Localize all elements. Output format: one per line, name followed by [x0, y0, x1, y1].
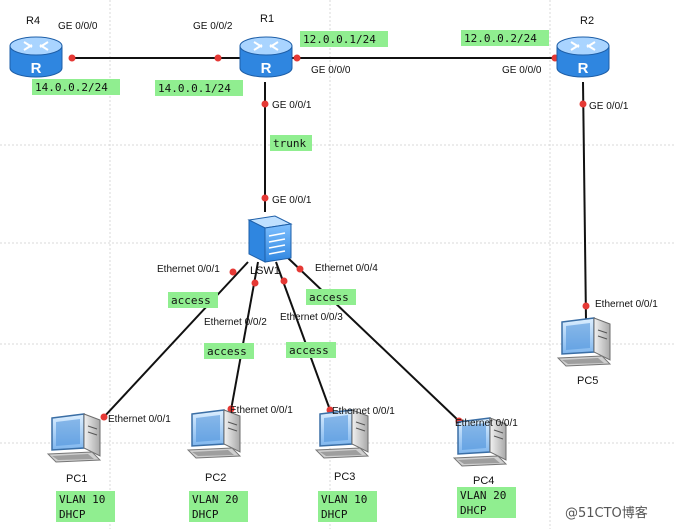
router-r1[interactable]: R [239, 36, 293, 78]
port-label: GE 0/0/0 [311, 65, 351, 76]
port-dots [68, 54, 590, 425]
device-label-r2: R2 [580, 15, 594, 27]
port-dot [68, 54, 76, 62]
ip-tag-r1-right: 12.0.0.1/24 [300, 31, 388, 47]
port-label: GE 0/0/1 [589, 101, 629, 112]
svg-text:access: access [207, 345, 247, 358]
mode-tag-access-pc2: access [204, 343, 254, 359]
port-label: GE 0/0/0 [502, 65, 542, 76]
svg-text:14.0.0.2/24: 14.0.0.2/24 [35, 81, 108, 94]
port-label: Ethernet 0/0/1 [157, 264, 220, 275]
pc-2[interactable] [187, 409, 241, 459]
port-label: Ethernet 0/0/2 [204, 317, 267, 328]
pc-5[interactable] [557, 317, 611, 367]
port-dot [251, 279, 259, 287]
router-glyph: R [578, 60, 589, 77]
port-dot [579, 100, 587, 108]
device-label-pc4: PC4 [473, 475, 494, 487]
port-dot [293, 54, 301, 62]
svg-text:trunk: trunk [273, 137, 306, 150]
svg-text:14.0.0.1/24: 14.0.0.1/24 [158, 82, 231, 95]
mode-tag-trunk: trunk [270, 135, 312, 151]
router-r4[interactable]: R [9, 36, 63, 78]
port-label: Ethernet 0/0/1 [595, 299, 658, 310]
port-dot [100, 413, 108, 421]
svg-text:access: access [289, 344, 329, 357]
port-dot [280, 277, 288, 285]
port-dot [261, 100, 269, 108]
device-label-lsw1: LSW1 [250, 265, 280, 277]
device-label-pc1: PC1 [66, 473, 87, 485]
port-dot [227, 405, 235, 413]
links [70, 57, 587, 423]
port-dot [261, 194, 269, 202]
vlan-tag-pc4: VLAN 20 DHCP [457, 487, 516, 518]
watermark: @51CTO博客 [565, 505, 648, 521]
port-label: Ethernet 0/0/3 [280, 312, 343, 323]
device-label-pc3: PC3 [334, 471, 355, 483]
link-lsw1-pc1 [102, 261, 249, 419]
port-label: GE 0/0/1 [272, 195, 312, 206]
svg-text:VLAN 20: VLAN 20 [460, 489, 506, 502]
vlan-tag-pc2: VLAN 20 DHCP [189, 491, 248, 522]
port-label: GE 0/0/0 [58, 21, 98, 32]
svg-text:DHCP: DHCP [321, 508, 348, 521]
link-lsw1-pc3 [275, 261, 331, 411]
link-lsw1-pc4 [287, 257, 461, 423]
svg-text:DHCP: DHCP [460, 504, 487, 517]
port-label: Ethernet 0/0/1 [455, 418, 518, 429]
port-label: Ethernet 0/0/1 [108, 414, 171, 425]
svg-text:access: access [171, 294, 211, 307]
router-r2[interactable]: R [556, 36, 610, 78]
device-label-r1: R1 [260, 13, 274, 25]
device-label-pc5: PC5 [577, 375, 598, 387]
vlan-tag-pc1: VLAN 10 DHCP [56, 491, 115, 522]
router-glyph: R [261, 60, 272, 77]
port-label: Ethernet 0/0/1 [332, 406, 395, 417]
device-label-pc2: PC2 [205, 472, 226, 484]
svg-text:12.0.0.1/24: 12.0.0.1/24 [303, 33, 376, 46]
mode-tag-access-pc4: access [306, 289, 356, 305]
port-dot [326, 406, 334, 414]
vlan-tag-pc3: VLAN 10 DHCP [318, 491, 377, 522]
link-lsw1-pc2 [230, 261, 259, 411]
ip-tag-r2: 12.0.0.2/24 [461, 30, 549, 46]
port-label: Ethernet 0/0/4 [315, 263, 378, 274]
svg-text:DHCP: DHCP [192, 508, 219, 521]
svg-text:12.0.0.2/24: 12.0.0.2/24 [464, 32, 537, 45]
mode-tag-access-pc3: access [286, 342, 336, 358]
link-r2-pc5 [582, 81, 587, 321]
svg-text:DHCP: DHCP [59, 508, 86, 521]
port-label: Ethernet 0/0/1 [230, 405, 293, 416]
port-dot [229, 268, 237, 276]
pc-1[interactable] [47, 413, 101, 463]
svg-text:VLAN 10: VLAN 10 [59, 493, 105, 506]
ip-tag-r4: 14.0.0.2/24 [32, 79, 120, 95]
svg-text:VLAN 10: VLAN 10 [321, 493, 367, 506]
switch-lsw1[interactable] [247, 215, 293, 263]
port-label: GE 0/0/2 [193, 21, 233, 32]
port-dot [582, 302, 590, 310]
svg-text:VLAN 20: VLAN 20 [192, 493, 238, 506]
ip-tag-r1-left: 14.0.0.1/24 [155, 80, 243, 96]
port-dot [214, 54, 222, 62]
router-glyph: R [31, 60, 42, 77]
port-dot [296, 265, 304, 273]
svg-text:access: access [309, 291, 349, 304]
device-label-r4: R4 [26, 15, 40, 27]
mode-tag-access-pc1: access [168, 292, 218, 308]
pc-3[interactable] [315, 409, 369, 459]
port-label: GE 0/0/1 [272, 100, 312, 111]
